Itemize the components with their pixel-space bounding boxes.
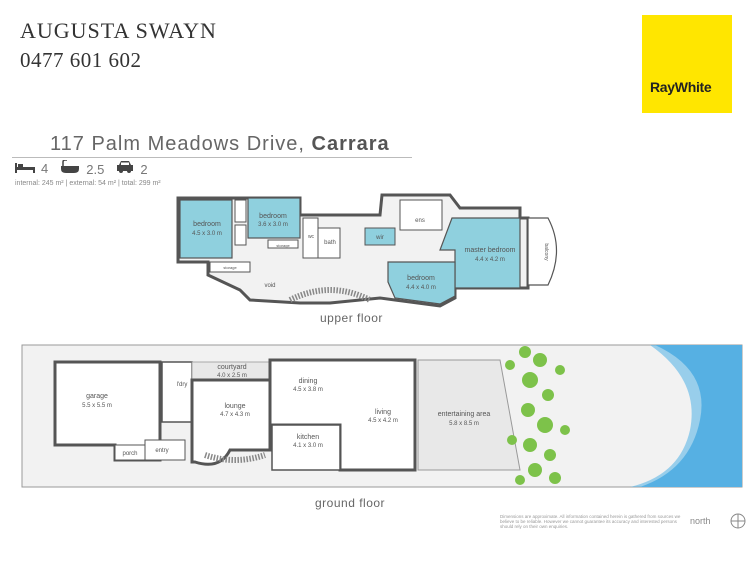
address-divider [12,157,412,158]
upper-floor-plan: bedroom 4.5 x 3.0 m bedroom 3.6 x 3.0 m … [176,193,557,308]
property-address: 117 Palm Meadows Drive, Carrara [50,133,390,156]
ground-room-name-1: garage [86,393,108,400]
north-compass-icon [730,513,746,529]
north-label: north [690,516,711,526]
ground-room-size-1: 5.5 x 5.5 m [82,403,112,409]
upper-room-size-2: 3.6 x 3.0 m [258,222,288,228]
upper-room-size-3: 4.4 x 4.2 m [475,257,505,263]
upper-wir-label: wir [375,235,384,241]
ground-floor-plan: garage 5.5 x 5.5 m courtyard 4.0 x 2.5 m… [21,344,743,488]
logo-text: RayWhite [650,79,712,95]
upper-bedroom-2 [247,197,301,239]
upper-void-label: void [264,283,275,289]
upper-room-size-1: 4.5 x 3.0 m [192,231,222,237]
upper-wc-label: wc [308,234,315,240]
upper-bedroom-4 [387,261,456,305]
balcony-label: balcony [543,243,549,261]
upper-room-name-2: bedroom [259,213,287,220]
garden-trees [505,346,570,485]
upper-bath-label: bath [324,240,336,246]
upper-floor-label: upper floor [320,311,383,325]
entry-label: entry [155,448,168,454]
ground-room-size-3: 4.5 x 3.8 m [293,387,323,393]
upper-room-name-1: bedroom [193,221,221,228]
disclaimer: Dimensions are approximate. All informat… [500,514,681,529]
ground-room-size-2: 4.0 x 2.5 m [217,373,247,379]
bed-stat: 4 [15,161,48,176]
bath-icon [61,160,80,173]
laundry-label: l'dry [177,382,188,388]
upper-storage-label-2: storage [223,265,237,270]
upper-room-name-4: bedroom [407,275,435,282]
ground-room-size-7: 5.8 x 8.5 m [449,421,479,427]
ground-room-name-6: kitchen [297,434,319,441]
upper-room-name-3: master bedroom [465,247,516,254]
agent-phone: 0477 601 602 [20,48,142,72]
raywhite-logo: RayWhite [642,15,732,113]
upper-room-size-4: 4.4 x 4.0 m [406,285,436,291]
bath-stat: 2.5 [60,160,104,177]
ground-room-size-5: 4.5 x 4.2 m [368,418,398,424]
ground-room-name-4: lounge [224,403,245,410]
agent-name: AUGUSTA SWAYN [20,18,217,43]
upper-bedroom-1 [179,199,233,259]
ground-room-name-2: courtyard [217,364,246,371]
ground-room-size-6: 4.1 x 3.0 m [293,443,323,449]
area-summary: internal: 245 m² | external: 54 m² | tot… [15,180,161,187]
kitchen-room [271,424,341,471]
lounge-room [190,378,272,466]
car-stat: 2 [116,160,148,177]
ground-floor-label: ground floor [315,496,386,510]
ground-room-size-4: 4.7 x 4.3 m [220,412,250,418]
street: 117 Palm Meadows Drive, [50,133,305,155]
car-icon [117,161,134,173]
ground-room-name-7: entertaining area [438,411,491,418]
ground-room-name-3: dining [299,378,318,385]
porch-label: porch [122,451,137,457]
property-stats: 4 2.5 2 [15,160,148,177]
upper-storage-label: storage [276,243,290,248]
ground-room-name-5: living [375,409,391,416]
suburb: Carrara [311,133,390,155]
upper-ens-label: ens [415,218,425,224]
bed-icon [15,163,35,173]
